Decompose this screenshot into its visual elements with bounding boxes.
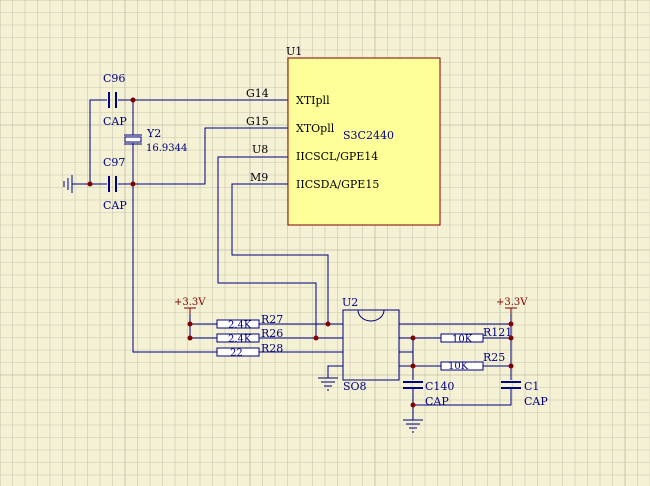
r26-resistor[interactable]: 2.4K R26 <box>216 327 283 345</box>
junction-dot <box>313 335 319 341</box>
y2-crystal[interactable]: Y2 16.9344 <box>124 127 187 154</box>
c140-ref: C140 <box>425 380 454 393</box>
r26-value: 2.4K <box>228 334 252 345</box>
r25-resistor[interactable]: 10K R25 <box>440 351 505 372</box>
u1-pin-name-4: IICSDA/GPE15 <box>296 178 379 191</box>
junction-dot <box>325 321 331 327</box>
c97-capacitor[interactable]: C97 CAP <box>103 156 127 212</box>
u1-pin-name-3: IICSCL/GPE14 <box>296 150 378 163</box>
r28-resistor[interactable]: 22 R28 <box>216 342 283 359</box>
c96-capacitor[interactable]: C96 CAP <box>103 72 127 128</box>
ground-left-icon <box>63 175 73 193</box>
u2-ref: U2 <box>342 296 358 309</box>
r27-ref: R27 <box>261 313 283 326</box>
c140-capacitor[interactable]: C140 CAP <box>403 380 454 408</box>
r25-ref: R25 <box>483 351 505 364</box>
junction-dot <box>130 97 136 103</box>
r121-ref: R121 <box>483 326 512 339</box>
junction-dot <box>187 335 193 341</box>
u2-chip[interactable]: U2 SO8 <box>342 296 400 393</box>
c96-ref: C96 <box>103 72 125 85</box>
u1-pin-name-1: XTIpll <box>296 94 330 107</box>
r121-value: 10K <box>452 334 473 345</box>
u1-pin-name-2: XTOpll <box>296 122 335 135</box>
u1-chip[interactable]: U1 S3C2440 G14 XTIpll G15 XTOpll U8 IICS… <box>246 45 441 226</box>
junction-dot <box>187 321 193 327</box>
r28-ref: R28 <box>261 342 283 355</box>
junction-dot <box>130 181 136 187</box>
c97-value: CAP <box>103 199 127 212</box>
c97-ref: C97 <box>103 156 125 169</box>
power-right: +3.3V <box>496 297 528 314</box>
ground-c140-icon <box>403 419 423 433</box>
r121-resistor[interactable]: 10K R121 <box>440 326 512 345</box>
r28-value: 22 <box>230 348 243 359</box>
power-left-label: +3.3V <box>174 297 206 308</box>
u1-pin-num-3: U8 <box>252 143 268 156</box>
u1-pin-num-2: G15 <box>246 115 269 128</box>
r26-ref: R26 <box>261 327 283 340</box>
u1-name: S3C2440 <box>343 129 394 142</box>
c1-capacitor[interactable]: C1 CAP <box>501 380 548 408</box>
junction-dot <box>410 363 416 369</box>
junction-dot <box>410 335 416 341</box>
ground-u2-icon <box>318 377 338 391</box>
u1-pin-num-1: G14 <box>246 87 269 100</box>
r25-value: 10K <box>448 361 469 372</box>
u2-package: SO8 <box>343 380 367 393</box>
c1-ref: C1 <box>524 380 539 393</box>
c140-value: CAP <box>425 395 449 408</box>
power-right-label: +3.3V <box>496 297 528 308</box>
wires <box>72 99 512 420</box>
y2-ref: Y2 <box>146 127 161 140</box>
c1-value: CAP <box>524 395 548 408</box>
y2-value: 16.9344 <box>146 143 187 154</box>
r27-value: 2.4K <box>228 320 252 331</box>
junction-dot <box>508 321 514 327</box>
power-left: +3.3V <box>174 297 206 314</box>
c96-value: CAP <box>103 115 127 128</box>
r27-resistor[interactable]: 2.4K R27 <box>216 313 283 331</box>
junction-dot <box>410 402 416 408</box>
u1-ref: U1 <box>286 45 302 58</box>
junctions <box>87 97 514 408</box>
junction-dot <box>508 335 514 341</box>
junction-dot <box>508 363 514 369</box>
junction-dot <box>87 181 93 187</box>
u1-pin-num-4: M9 <box>250 171 268 184</box>
